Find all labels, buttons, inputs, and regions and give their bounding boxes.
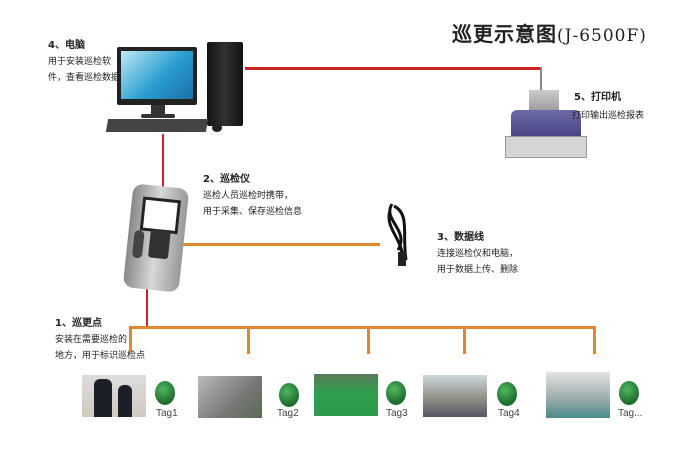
checkpoint-description: 1、巡更点 安装在需要巡检的 地方，用于标识巡检点 [55, 316, 145, 364]
device-cable-link [180, 243, 380, 246]
checkpoint-heading: 1、巡更点 [55, 318, 102, 329]
checkpoint-photo-guards [82, 375, 146, 417]
bus-drop [247, 326, 250, 354]
cable-line: 连接巡检仪和电脑， [437, 249, 519, 259]
tag-button-icon [497, 382, 517, 406]
tag-label: Tag1 [156, 408, 178, 419]
title-main: 巡更示意图 [452, 22, 557, 46]
cable-description: 3、数据线 连接巡检仪和电脑， 用于数据上传、删除 [437, 230, 518, 278]
computer-line: 用于安装巡检软 [48, 57, 112, 67]
printer-description: 5、打印机 [574, 90, 621, 106]
computer-device-link [162, 134, 164, 188]
tag-button-icon [155, 381, 175, 405]
patrol-device-icon [122, 183, 190, 293]
checkpoint-line: 安装在需要巡检的 [55, 335, 128, 345]
computer-heading: 4、电脑 [48, 40, 85, 51]
tag-label: Tag3 [386, 408, 408, 419]
printer-line: 打印输出巡检报表 [572, 111, 645, 121]
tag-label: Tag... [618, 408, 643, 419]
device-line: 巡检人员巡检时携带， [203, 191, 294, 201]
printer-heading: 5、打印机 [574, 92, 621, 103]
device-description: 2、巡检仪 巡检人员巡检时携带， 用于采集、保存巡检信息 [203, 172, 302, 220]
checkpoint-photo-gate [198, 376, 262, 418]
device-bus-link [146, 288, 148, 326]
checkpoint-line: 地方，用于标识巡检点 [55, 351, 146, 361]
tag-label: Tag4 [498, 408, 520, 419]
checkpoint-photo-office [423, 375, 487, 417]
tag-button-icon [279, 383, 299, 407]
bus-drop [129, 326, 132, 352]
cable-heading: 3、数据线 [437, 232, 484, 243]
cable-line: 用于数据上传、删除 [437, 265, 519, 275]
computer-description: 4、电脑 用于安装巡检软 件，查看巡检数据 [48, 38, 120, 86]
computer-icon [105, 40, 255, 136]
printer-icon [505, 88, 587, 162]
tag-bus [129, 326, 596, 329]
tag-label: Tag2 [277, 408, 299, 419]
device-heading: 2、巡检仪 [203, 174, 250, 185]
data-cable-icon [387, 203, 408, 266]
title-model: (J-6500F) [557, 26, 647, 46]
tag-button-icon [619, 381, 639, 405]
computer-line: 件，查看巡检数据 [48, 73, 121, 83]
printer-cable [540, 67, 542, 91]
computer-printer-link [245, 67, 541, 70]
diagram-title: 巡更示意图(J-6500F) [452, 18, 647, 47]
tag-button-icon [386, 381, 406, 405]
bus-drop [463, 326, 466, 354]
checkpoint-photo-court [314, 374, 378, 416]
bus-drop [593, 326, 596, 354]
checkpoint-photo-building [546, 372, 610, 418]
device-line: 用于采集、保存巡检信息 [203, 207, 303, 217]
bus-drop [367, 326, 370, 354]
